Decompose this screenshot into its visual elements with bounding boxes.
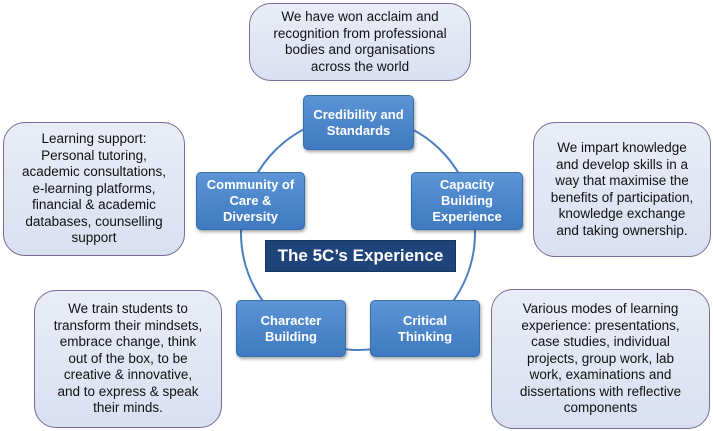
node-community: Community of Care & Diversity [196,172,305,230]
callout-character: We train students to transform their min… [34,290,222,428]
diagram-title: The 5C’s Experience [265,240,456,272]
callout-critical: Various modes of learning experience: pr… [491,289,710,429]
node-critical: Critical Thinking [370,300,480,357]
node-credibility: Credibility and Standards [303,95,414,150]
callout-community: Learning support: Personal tutoring, aca… [3,122,185,256]
callout-capacity: We impart knowledge and develop skills i… [533,122,711,257]
callout-credibility: We have won acclaim and recognition from… [249,3,471,81]
node-character: Character Building [236,300,346,357]
node-capacity: Capacity Building Experience [411,172,523,230]
